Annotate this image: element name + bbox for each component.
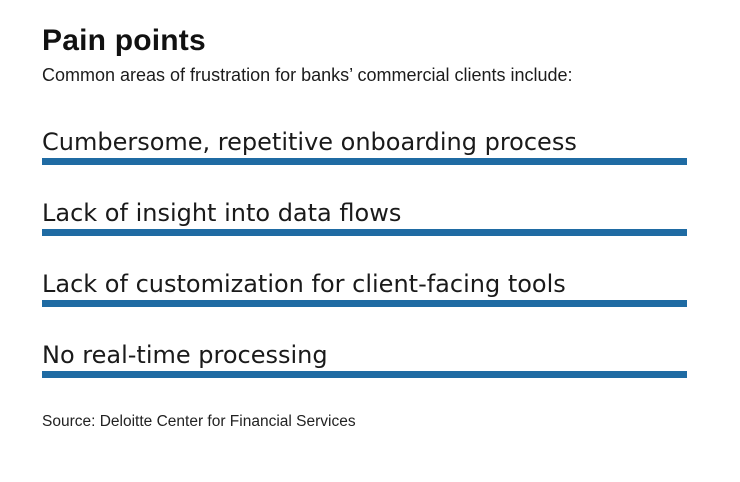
pain-point-label: Lack of customization for client-facing … (42, 270, 566, 298)
pain-point-label: No real-time processing (42, 341, 328, 369)
pain-point-item: Lack of insight into data flows (42, 199, 687, 236)
source-note: Source: Deloitte Center for Financial Se… (42, 413, 356, 430)
pain-point-item: Lack of customization for client-facing … (42, 270, 687, 307)
pain-point-underline (42, 229, 687, 236)
pain-point-item: No real-time processing (42, 341, 687, 378)
pain-point-label: Lack of insight into data flows (42, 199, 402, 227)
pain-point-label: Cumbersome, repetitive onboarding proces… (42, 128, 577, 156)
pain-point-underline (42, 300, 687, 307)
pain-point-underline (42, 371, 687, 378)
page-title: Pain points (42, 24, 206, 57)
pain-point-underline (42, 158, 687, 165)
page-subtitle: Common areas of frustration for banks’ c… (42, 65, 573, 85)
pain-points-list: Cumbersome, repetitive onboarding proces… (42, 128, 687, 378)
pain-point-item: Cumbersome, repetitive onboarding proces… (42, 128, 687, 165)
